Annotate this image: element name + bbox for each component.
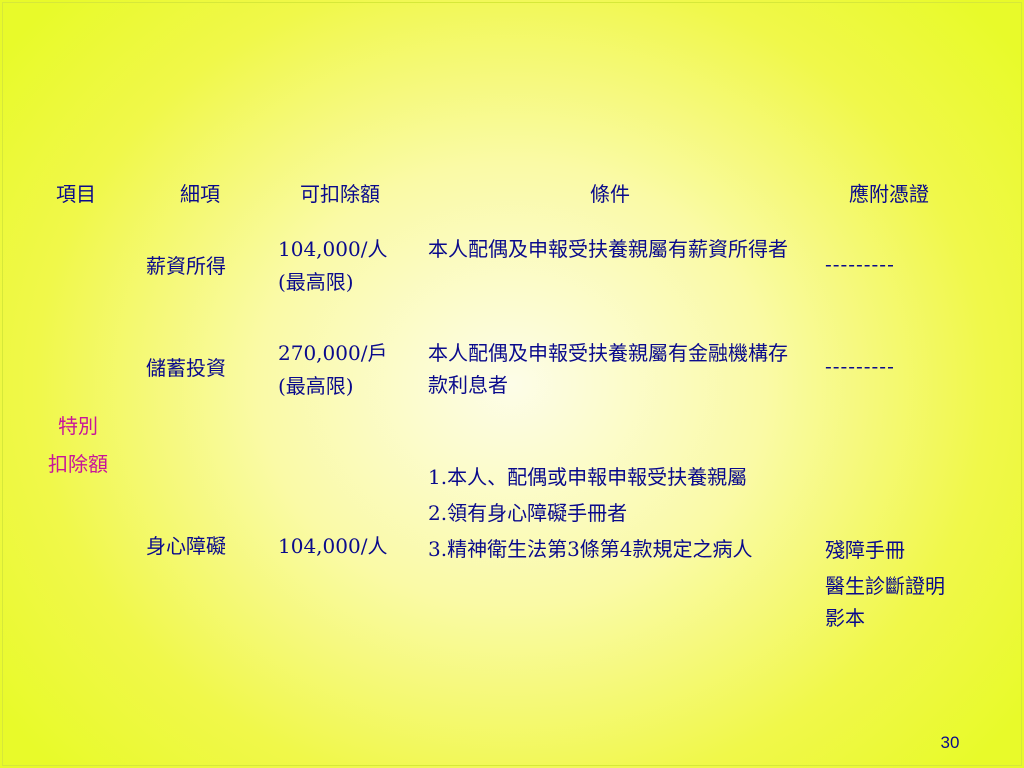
condition-item-1: 1.本人、配偶或申報申報受扶養親屬 — [428, 465, 748, 489]
row-disability-evidence-2: 醫生診斷證明影本 — [825, 574, 945, 630]
row-salary-amount: 104,000/人 — [278, 237, 388, 261]
row-disability-sub-item: 身心障礙 — [146, 534, 226, 558]
row-salary-amount-note: (最高限) — [278, 270, 354, 294]
condition-item-3: 3.精神衛生法第3條第4款規定之病人 — [428, 537, 753, 561]
row-savings-condition: 本人配偶及申報受扶養親屬有金融機構存款利息者 — [428, 341, 788, 397]
header-amount: 可扣除額 — [300, 182, 380, 206]
header-evidence: 應附憑證 — [849, 182, 929, 206]
header-condition: 條件 — [590, 182, 630, 206]
row-savings-evidence: --------- — [825, 354, 895, 378]
row-salary-condition: 本人配偶及申報受扶養親屬有薪資所得者 — [428, 237, 788, 261]
page-number: 30 — [940, 733, 960, 752]
row-salary-sub-item: 薪資所得 — [146, 254, 226, 278]
row-disability-conditions: 1.本人、配偶或申報申報受扶養親屬 2.領有身心障礙手冊者 3.精神衛生法第3條… — [428, 461, 790, 569]
header-sub-item: 細項 — [180, 182, 220, 206]
condition-item-2: 2.領有身心障礙手冊者 — [428, 501, 628, 525]
row-savings-amount-note: (最高限) — [278, 374, 354, 398]
row-disability-amount: 104,000/人 — [278, 534, 388, 558]
row-disability-evidence-1: 殘障手冊 — [825, 538, 905, 562]
header-item: 項目 — [56, 182, 96, 206]
category-line-1: 特別 — [58, 414, 98, 438]
row-savings-sub-item: 儲蓄投資 — [146, 356, 226, 380]
category-line-2: 扣除額 — [48, 452, 108, 476]
row-salary-evidence: --------- — [825, 252, 895, 276]
row-savings-amount: 270,000/戶 — [278, 341, 388, 365]
